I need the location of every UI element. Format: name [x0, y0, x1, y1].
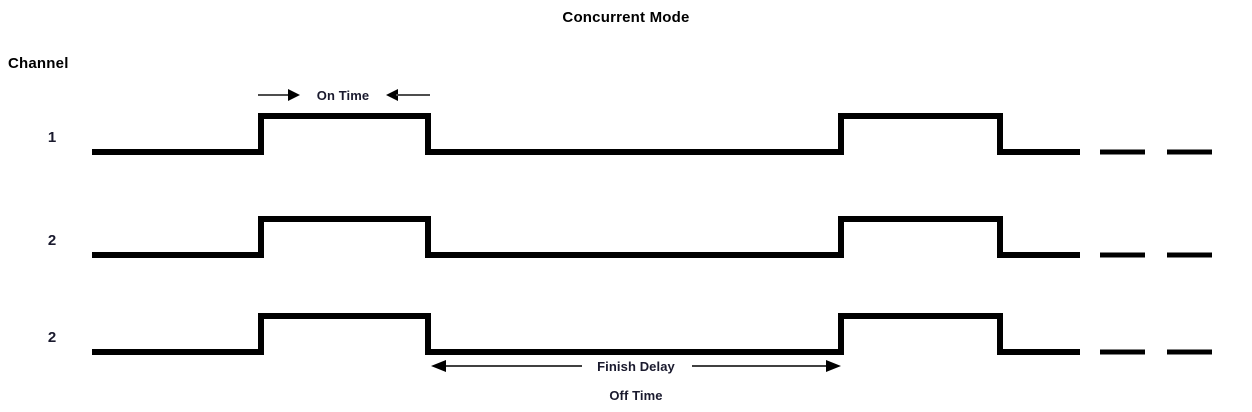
page-title: Concurrent Mode: [562, 9, 689, 26]
channel-row: 1: [48, 113, 1212, 155]
channel-number-label-3: 2: [48, 329, 56, 346]
finish-delay-left-arrow-icon: [431, 360, 446, 372]
channel-row: 2: [48, 313, 1212, 355]
channel-group-label: Channel: [8, 55, 69, 72]
channel-number-label-1: 1: [48, 129, 56, 146]
waveform-channel-1: [92, 113, 1080, 155]
waveform-layer: 1 2 2: [48, 113, 1212, 355]
on-time-label: On Time: [317, 88, 369, 103]
waveform-channel-3: [92, 313, 1080, 355]
on-time-left-arrow-icon: [288, 89, 300, 101]
finish-delay-right-arrow-icon: [826, 360, 841, 372]
finish-delay-label: Finish Delay: [597, 359, 675, 374]
on-time-annotation: On Time: [258, 88, 430, 103]
off-time-label: Off Time: [609, 388, 662, 403]
on-time-right-arrow-icon: [386, 89, 398, 101]
channel-number-label-2: 2: [48, 232, 56, 249]
waveform-channel-2: [92, 216, 1080, 258]
channel-row: 2: [48, 216, 1212, 258]
finish-delay-annotation: Finish Delay: [431, 359, 841, 374]
